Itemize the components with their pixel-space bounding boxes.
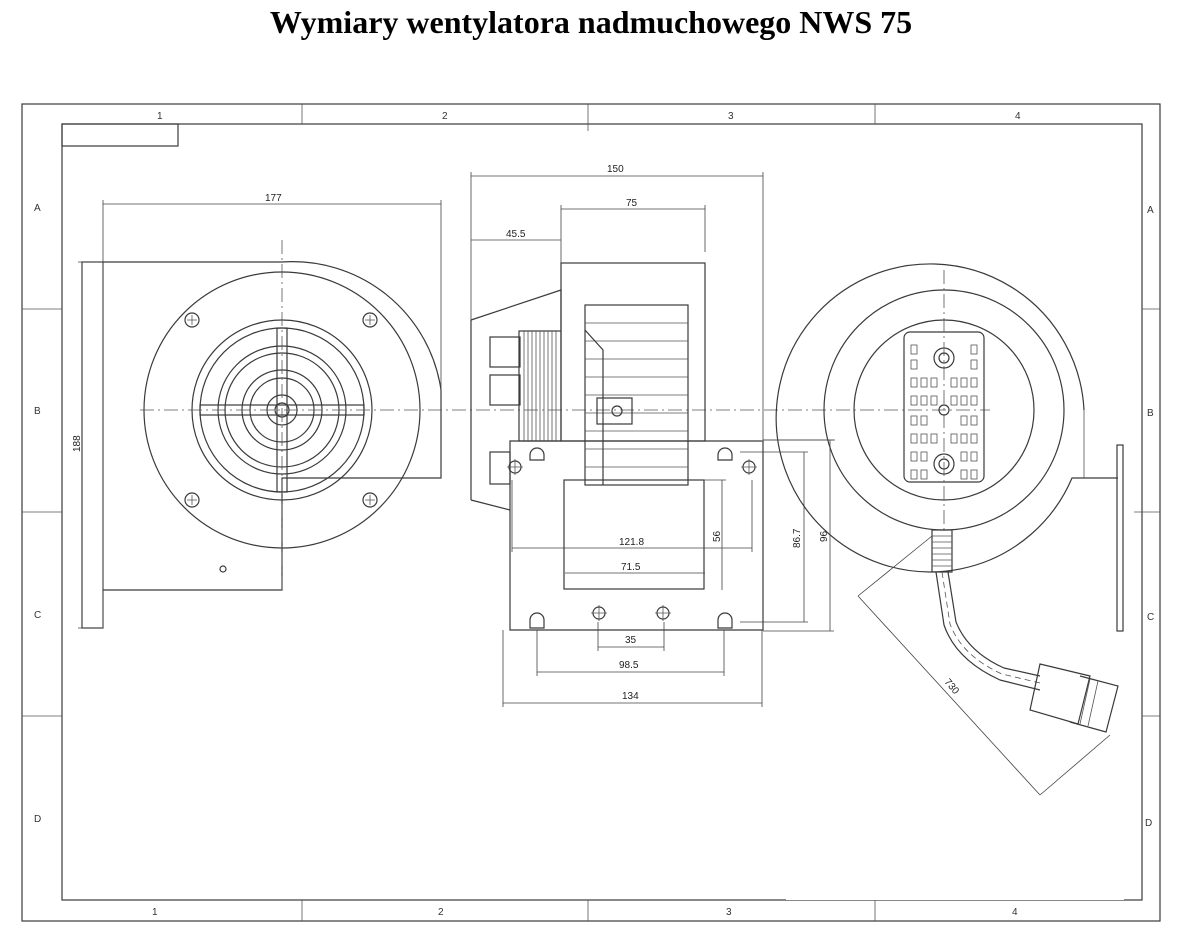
grid-col-2-bottom: 2 — [438, 907, 444, 918]
grid-col-1-bottom: 1 — [152, 907, 158, 918]
dim-cable-length: 730 — [942, 677, 961, 697]
dim-base-121: 121.8 — [619, 537, 644, 548]
grid-row-a-right: A — [1147, 205, 1154, 216]
dim-front-height: 188 — [72, 435, 83, 452]
dim-height-86: 86.7 — [792, 528, 803, 548]
grid-row-c-right: C — [1147, 612, 1154, 623]
dim-height-96: 96 — [819, 530, 830, 542]
screw-icon — [184, 312, 378, 508]
drawing-frame — [21, 103, 1161, 922]
dim-side-total: 150 — [607, 164, 624, 175]
grid-row-b-right: B — [1147, 408, 1154, 419]
grid-col-3-top: 3 — [728, 111, 734, 122]
dim-holes-35: 35 — [625, 635, 637, 646]
grid-row-a-left: A — [34, 203, 41, 214]
grid-col-3-bottom: 3 — [726, 907, 732, 918]
dim-side-offset: 45.5 — [506, 229, 526, 240]
plug-icon — [1029, 663, 1119, 733]
grid-col-4-bottom: 4 — [1012, 907, 1018, 918]
mount-hole-icon — [507, 447, 757, 629]
grid-col-1-top: 1 — [157, 111, 163, 122]
blank-area — [162, 708, 410, 834]
grid-row-b-left: B — [34, 406, 41, 417]
dim-side-wheel: 75 — [626, 198, 638, 209]
vent-slots — [910, 344, 978, 480]
grid-col-2-top: 2 — [442, 111, 448, 122]
dim-front-width: 177 — [265, 193, 282, 204]
blank-area — [786, 806, 1124, 900]
dim-base-56: 56 — [712, 530, 723, 542]
dim-base-71: 71.5 — [621, 562, 641, 573]
grid-row-d-left: D — [34, 814, 41, 825]
dim-base-134: 134 — [622, 691, 639, 702]
grid-row-c-left: C — [34, 610, 41, 621]
grid-row-d-right: D — [1145, 818, 1152, 829]
side-view — [470, 172, 834, 707]
rear-view — [763, 263, 1124, 796]
page-title: Wymiary wentylatora nadmuchowego NWS 75 — [269, 4, 913, 40]
dim-holes-98: 98.5 — [619, 660, 639, 671]
front-view — [78, 200, 990, 629]
grid-col-4-top: 4 — [1015, 111, 1021, 122]
